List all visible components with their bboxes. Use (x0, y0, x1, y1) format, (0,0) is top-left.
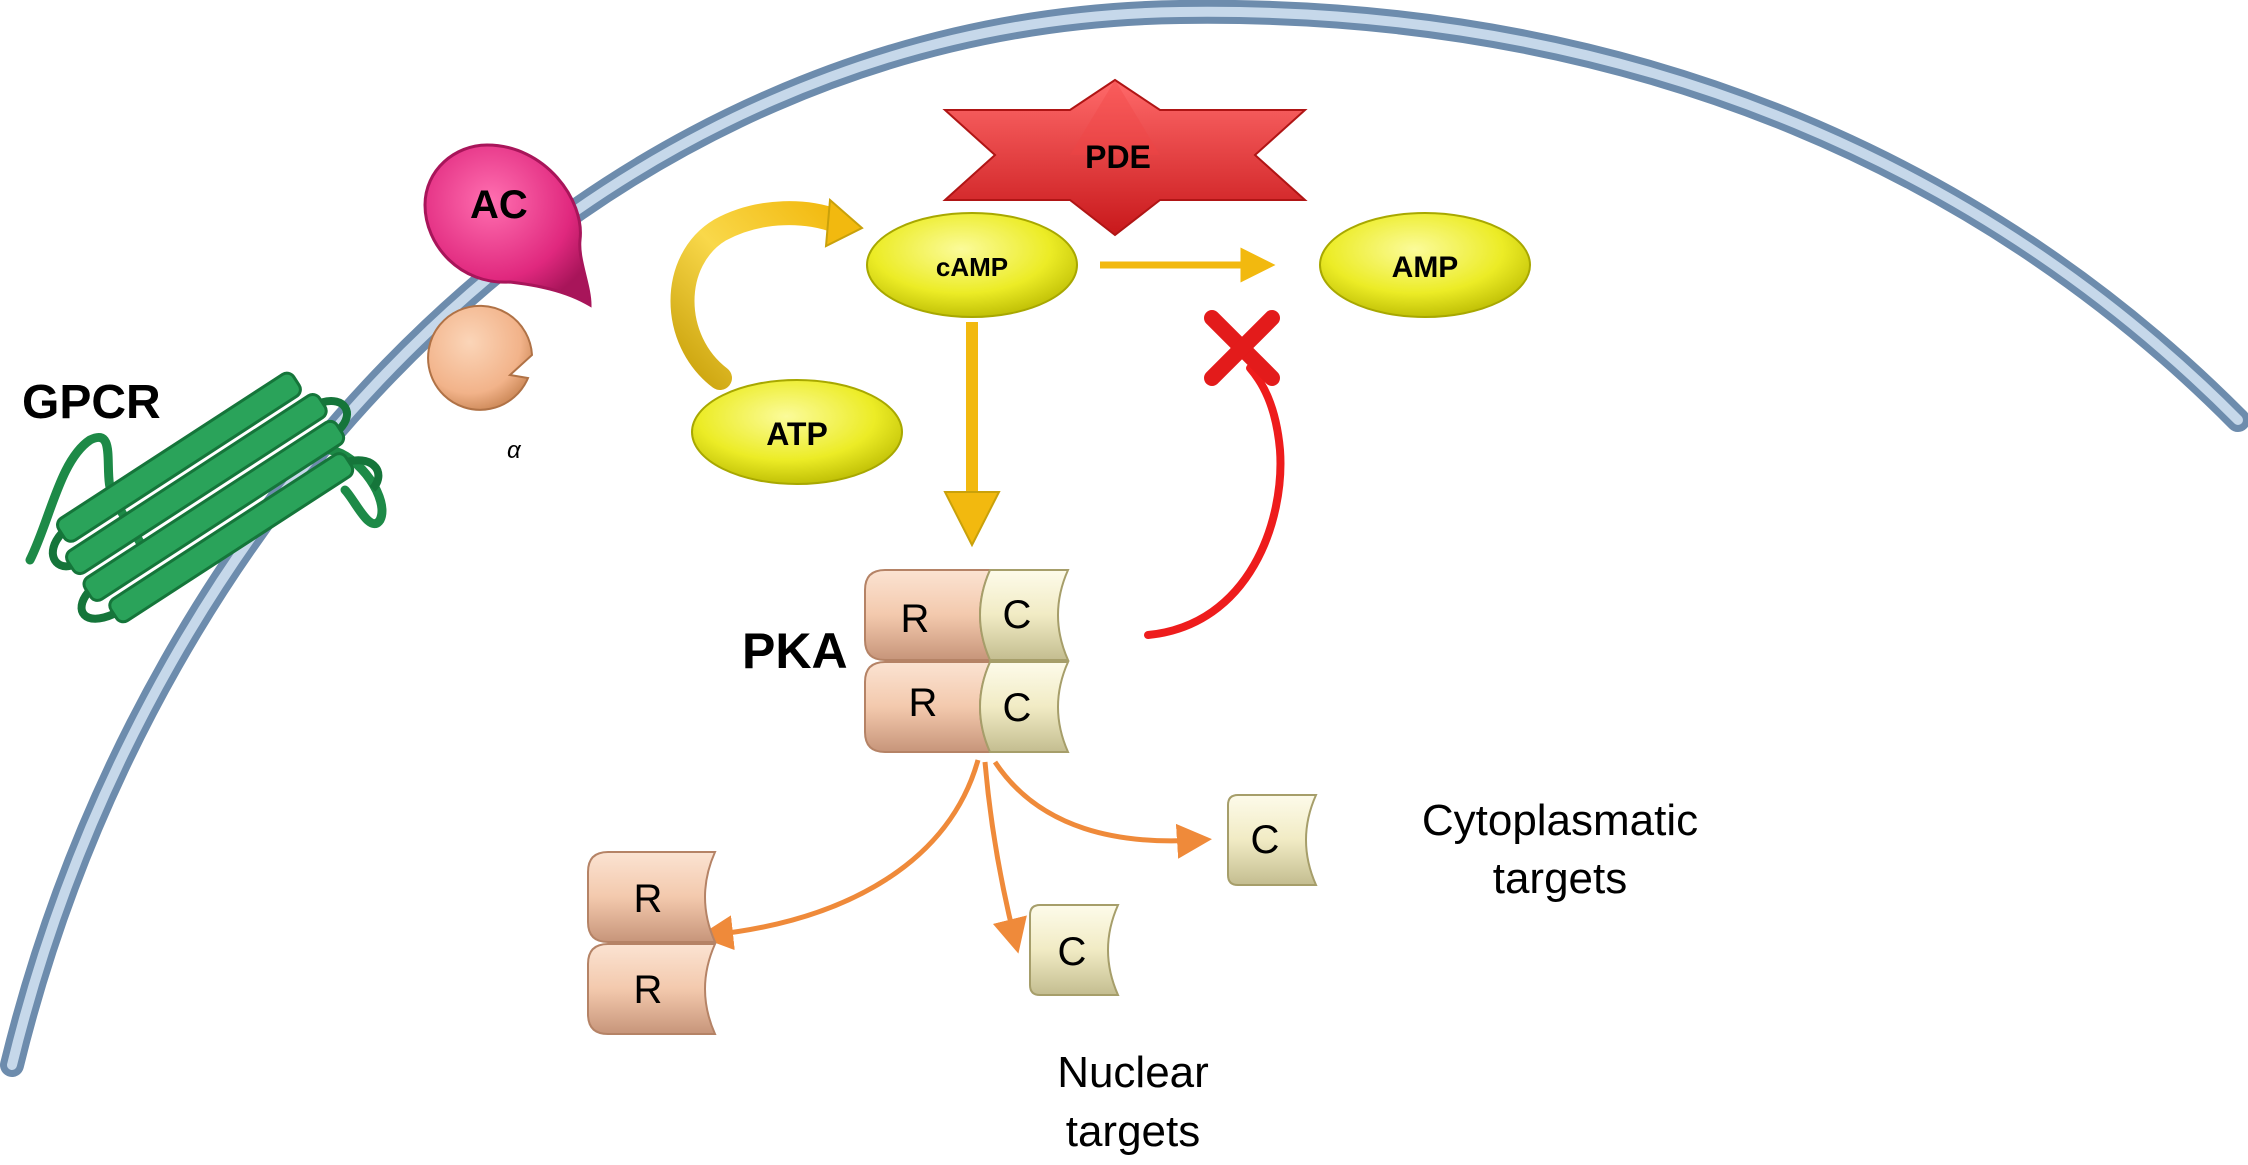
adenylyl-cyclase-icon (423, 143, 592, 308)
atp-to-camp-arrow (670, 201, 850, 390)
pka-label: PKA (742, 623, 848, 679)
cytoplasmatic-targets-line1: Cytoplasmatic (1422, 796, 1698, 845)
pka-c-subunit-bottom: C (979, 661, 1070, 753)
alpha-label: α (507, 437, 522, 464)
pka-to-cytoplasmic-c-arrow (992, 760, 1212, 859)
amp-label: AMP (1392, 251, 1459, 284)
camp-to-pka-arrowhead (943, 491, 1001, 548)
pka-to-r-dimer-arrow (698, 759, 981, 951)
nuclear-targets-line1: Nuclear (1057, 1048, 1209, 1097)
pka-c-top-label: C (1003, 593, 1032, 637)
amp-node (1319, 212, 1531, 318)
g-alpha-subunit-icon (427, 304, 534, 411)
free-r-subunit-bottom: R (587, 943, 717, 1035)
camp-label: cAMP (936, 252, 1008, 282)
pka-to-nuclear-c-arrow (982, 761, 1027, 954)
pka-c-subunit-top: C (979, 569, 1070, 661)
nuclear-c-label: C (1058, 930, 1087, 974)
pka-r-subunit-top: R (864, 569, 992, 661)
gpcr-receptor-icon (25, 371, 387, 624)
pka-r-subunit-bottom: R (864, 661, 992, 753)
pka-inhibits-pde-curve (1144, 364, 1285, 639)
cytoplasmic-c-subunit: C (1227, 794, 1318, 886)
pka-c-bottom-label: C (1003, 686, 1032, 730)
pka-r-top-label: R (901, 597, 930, 641)
cytoplasmatic-targets-line2: targets (1493, 854, 1628, 903)
pde-star-icon (942, 78, 1308, 237)
pde-label: PDE (1085, 139, 1151, 175)
pka-r-bottom-label: R (909, 681, 938, 725)
atp-node (691, 379, 903, 485)
free-r-bottom-label: R (634, 968, 663, 1012)
atp-to-camp-arrowhead (824, 197, 864, 248)
ac-label: AC (470, 183, 528, 227)
pde-star-inner (1070, 80, 1160, 155)
atp-label: ATP (766, 416, 828, 452)
camp-node (866, 212, 1078, 318)
gpcr-label: GPCR (22, 376, 161, 429)
inhibition-x-cross-icon (1204, 310, 1280, 386)
cytoplasmic-c-label: C (1251, 818, 1280, 862)
nuclear-targets-line2: targets (1066, 1107, 1201, 1156)
nuclear-c-subunit: C (1029, 904, 1120, 996)
free-r-subunit-top: R (587, 851, 717, 943)
cell-membrane-highlight (7, 6, 2243, 1070)
pka-holoenzyme: R C R C (864, 569, 1070, 753)
free-r-top-label: R (634, 877, 663, 921)
